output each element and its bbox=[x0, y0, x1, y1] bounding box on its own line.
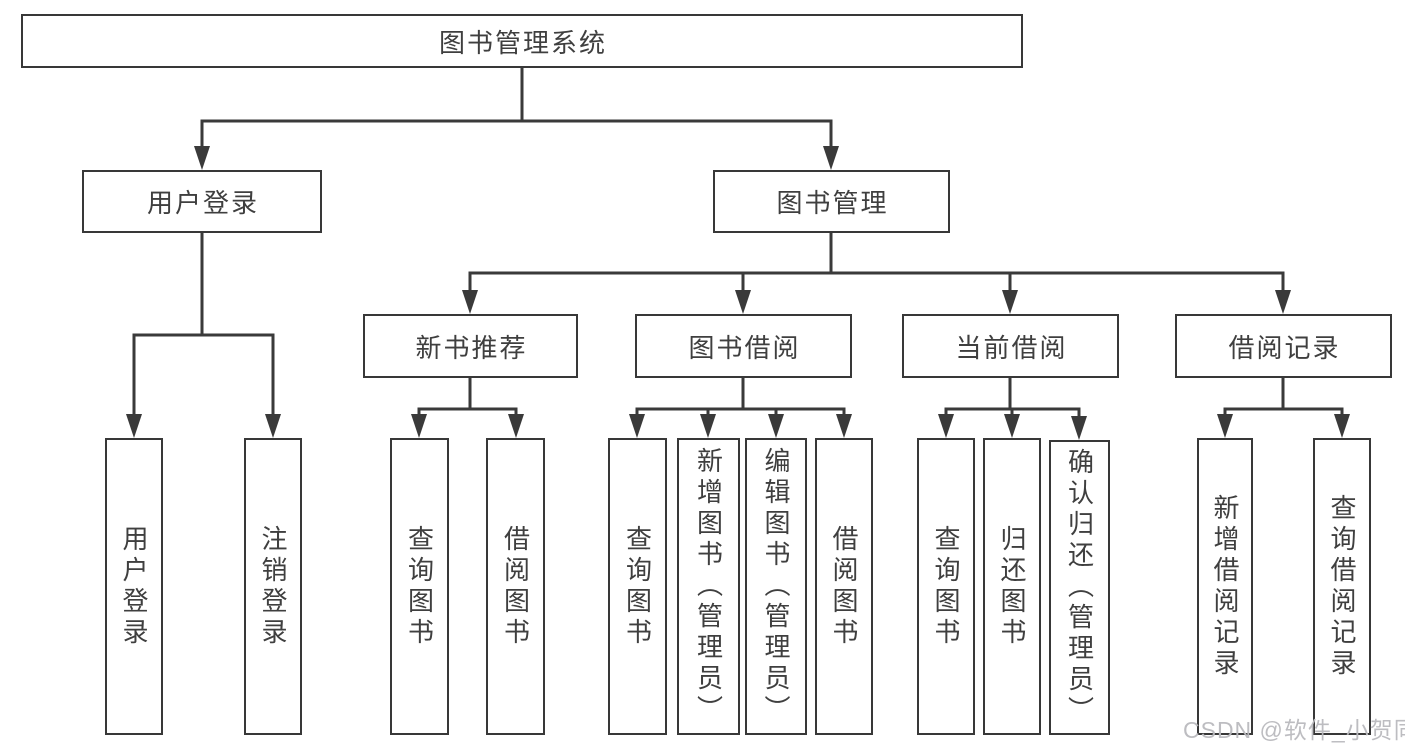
node-leaf-query-books-2: 查询图书 bbox=[608, 438, 667, 735]
node-borrow-records: 借阅记录 bbox=[1175, 314, 1392, 378]
node-leaf-add-book-admin-label: 新增图书（管理员） bbox=[693, 447, 724, 726]
node-leaf-logout: 注销登录 bbox=[244, 438, 302, 735]
node-book-borrowing-label: 图书借阅 bbox=[688, 332, 801, 363]
node-leaf-query-books-3-label: 查询图书 bbox=[931, 524, 961, 649]
csdn-watermark: CSDN @软件_小贺同学 bbox=[1183, 717, 1405, 743]
node-leaf-confirm-return-admin: 确认归还（管理员） bbox=[1049, 440, 1110, 735]
node-leaf-add-borrow-record: 新增借阅记录 bbox=[1197, 438, 1253, 735]
node-leaf-edit-book-admin: 编辑图书（管理员） bbox=[745, 438, 807, 735]
connector-login-to-children bbox=[126, 233, 281, 438]
node-leaf-borrow-books-2: 借阅图书 bbox=[815, 438, 873, 735]
connector-root-to-level2 bbox=[194, 68, 839, 170]
node-root-label: 图书管理系统 bbox=[438, 27, 607, 58]
node-user-login-label: 用户登录 bbox=[146, 188, 259, 218]
node-leaf-logout-label: 注销登录 bbox=[258, 524, 288, 649]
node-leaf-edit-book-admin-label: 编辑图书（管理员） bbox=[761, 447, 791, 726]
node-new-book-recommend-label: 新书推荐 bbox=[415, 332, 528, 363]
connector-mgmt-to-modules bbox=[462, 233, 1291, 314]
node-leaf-user-login-label: 用户登录 bbox=[119, 524, 149, 649]
connector-records-to-leaves bbox=[1217, 378, 1350, 438]
node-leaf-return-books-label: 归还图书 bbox=[997, 524, 1027, 649]
node-leaf-confirm-return-admin-label: 确认归还（管理员） bbox=[1064, 448, 1095, 727]
node-leaf-return-books: 归还图书 bbox=[983, 438, 1041, 735]
node-root: 图书管理系统 bbox=[21, 14, 1023, 68]
node-leaf-add-borrow-record-label: 新增借阅记录 bbox=[1210, 493, 1240, 680]
node-leaf-query-books-1: 查询图书 bbox=[390, 438, 449, 735]
node-leaf-query-borrow-record: 查询借阅记录 bbox=[1313, 438, 1371, 735]
node-current-borrowing: 当前借阅 bbox=[902, 314, 1119, 378]
node-leaf-borrow-books-1: 借阅图书 bbox=[486, 438, 545, 735]
connector-newbooks-to-leaves bbox=[411, 378, 524, 438]
node-book-management-label: 图书管理 bbox=[776, 188, 889, 218]
connector-current-to-leaves bbox=[938, 378, 1087, 440]
node-leaf-query-books-1-label: 查询图书 bbox=[404, 524, 435, 649]
node-leaf-query-borrow-record-label: 查询借阅记录 bbox=[1327, 493, 1357, 680]
connector-borrow-to-leaves bbox=[629, 378, 852, 438]
node-leaf-query-books-2-label: 查询图书 bbox=[622, 524, 653, 649]
node-user-login: 用户登录 bbox=[82, 170, 322, 233]
node-leaf-borrow-books-2-label: 借阅图书 bbox=[829, 524, 859, 649]
node-leaf-borrow-books-1-label: 借阅图书 bbox=[500, 524, 531, 649]
node-book-borrowing: 图书借阅 bbox=[635, 314, 852, 378]
node-leaf-add-book-admin: 新增图书（管理员） bbox=[677, 438, 740, 735]
node-book-management: 图书管理 bbox=[713, 170, 950, 233]
node-current-borrowing-label: 当前借阅 bbox=[955, 332, 1068, 363]
node-leaf-query-books-3: 查询图书 bbox=[917, 438, 975, 735]
node-borrow-records-label: 借阅记录 bbox=[1228, 332, 1341, 363]
node-new-book-recommend: 新书推荐 bbox=[363, 314, 578, 378]
node-leaf-user-login: 用户登录 bbox=[105, 438, 163, 735]
